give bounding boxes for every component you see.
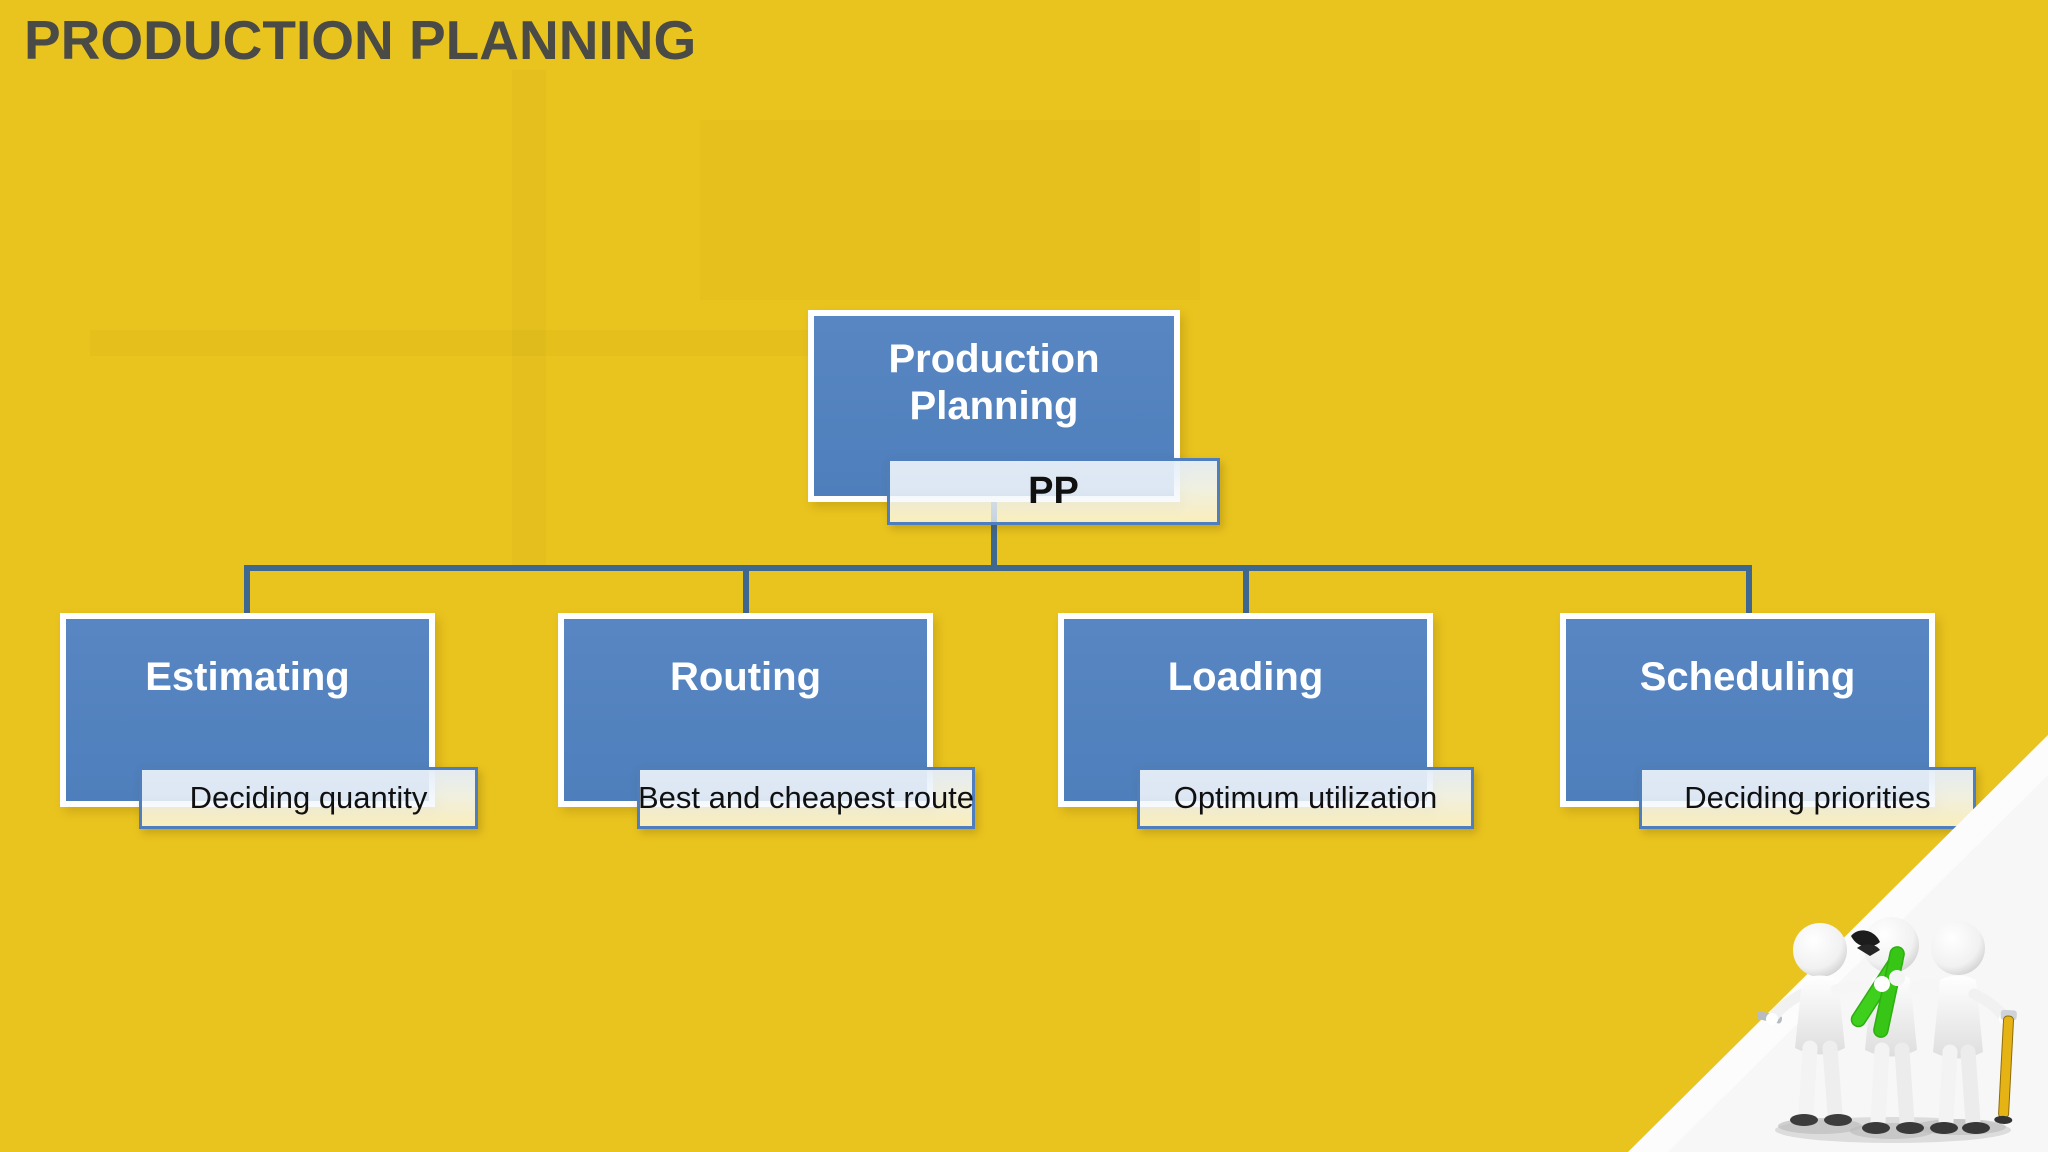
node-label-scheduling: Deciding priorities <box>1639 767 1976 829</box>
figure-right <box>1908 921 2017 1134</box>
stick-icon <box>1994 1009 2017 1124</box>
node-label-routing: Best and cheapest route <box>637 767 975 829</box>
node-label-pp: PP <box>887 458 1220 525</box>
figure-middle <box>1850 917 1924 1134</box>
page-title: PRODUCTION PLANNING <box>24 9 697 71</box>
connector-stub-loading <box>1243 565 1249 620</box>
node-label-estimating: Deciding quantity <box>139 767 478 829</box>
node-label-text: PP <box>1028 470 1079 512</box>
node-label-text: Optimum utilization <box>1173 780 1438 815</box>
connector-stub-scheduling <box>1746 565 1752 620</box>
background-watermark <box>700 120 1200 300</box>
node-title: Loading <box>1167 655 1324 700</box>
node-label-text: Deciding quantity <box>189 780 428 815</box>
node-title: Routing <box>669 655 822 700</box>
figures-illustration <box>1758 917 2017 1143</box>
connector-horizontal <box>244 565 1752 571</box>
connector-root-stub <box>991 498 997 570</box>
connector-stub-routing <box>743 565 749 620</box>
node-label-loading: Optimum utilization <box>1137 767 1474 829</box>
figure-left <box>1758 923 1876 1126</box>
node-title: Scheduling <box>1639 655 1856 700</box>
pliers-icon <box>1850 930 1905 1038</box>
node-label-text: Best and cheapest route <box>637 780 975 815</box>
node-title: Estimating <box>145 655 350 700</box>
node-title: Production Planning <box>888 336 1100 428</box>
background-watermark <box>512 70 546 570</box>
node-label-text: Deciding priorities <box>1684 780 1931 815</box>
connector-stub-estimating <box>244 565 250 620</box>
